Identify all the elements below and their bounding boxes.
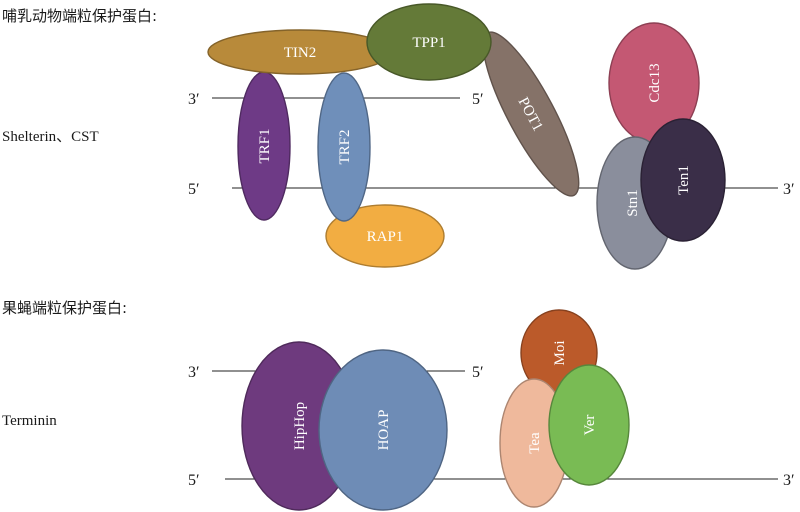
tin2-label: TIN2 (284, 45, 317, 61)
tpp1-label: TPP1 (412, 35, 445, 51)
tpp1-shape (366, 3, 492, 81)
mammal-bottom-right-end-label: 3′ (783, 181, 795, 198)
fly-section-title: 果蝇端粒保护蛋白: (2, 299, 127, 317)
protein-ten1: Ten1 (640, 118, 726, 242)
hoap-shape (318, 349, 448, 511)
stn1-label: Stn1 (625, 189, 641, 217)
tea-label: Tea (527, 432, 543, 454)
mammal-top-left-end-label: 3′ (188, 91, 200, 108)
mammal-top-right-end-label: 5′ (472, 91, 484, 108)
fly-bottom-right-end-label: 3′ (783, 472, 795, 489)
protein-tpp1: TPP1 (366, 3, 492, 81)
mammal-bottom-left-end-label: 5′ (188, 181, 200, 198)
hoap-label: HOAP (376, 410, 392, 451)
fly-complex-label: Terminin (2, 413, 57, 429)
trf1-label: TRF1 (257, 128, 273, 163)
protein-trf2: TRF2 (317, 72, 371, 222)
protein-ver: Ver (548, 364, 630, 486)
cdc13-label: Cdc13 (647, 63, 663, 102)
protein-trf1: TRF1 (237, 71, 291, 221)
trf2-shape (317, 72, 371, 222)
rap1-label: RAP1 (367, 229, 404, 245)
protein-tin2: TIN2 (207, 29, 393, 75)
rap1-shape (325, 204, 445, 268)
protein-rap1: RAP1 (325, 204, 445, 268)
ten1-label: Ten1 (676, 165, 692, 195)
moi-label: Moi (552, 340, 568, 365)
protein-pot1: POT1 (482, 31, 580, 197)
ver-shape (548, 364, 630, 486)
hiphop-label: HipHop (292, 402, 308, 450)
mammal-complex-label: Shelterin、CST (2, 129, 99, 145)
trf2-label: TRF2 (337, 129, 353, 164)
fly-bottom-left-end-label: 5′ (188, 472, 200, 489)
fly-top-left-end-label: 3′ (188, 364, 200, 381)
mammal-section-title: 哺乳动物端粒保护蛋白: (2, 7, 157, 25)
protein-hoap: HOAP (318, 349, 448, 511)
ver-label: Ver (582, 415, 598, 436)
ten1-shape (640, 118, 726, 242)
protein-cdc13: Cdc13 (608, 22, 700, 144)
fly-top-right-end-label: 5′ (472, 364, 484, 381)
